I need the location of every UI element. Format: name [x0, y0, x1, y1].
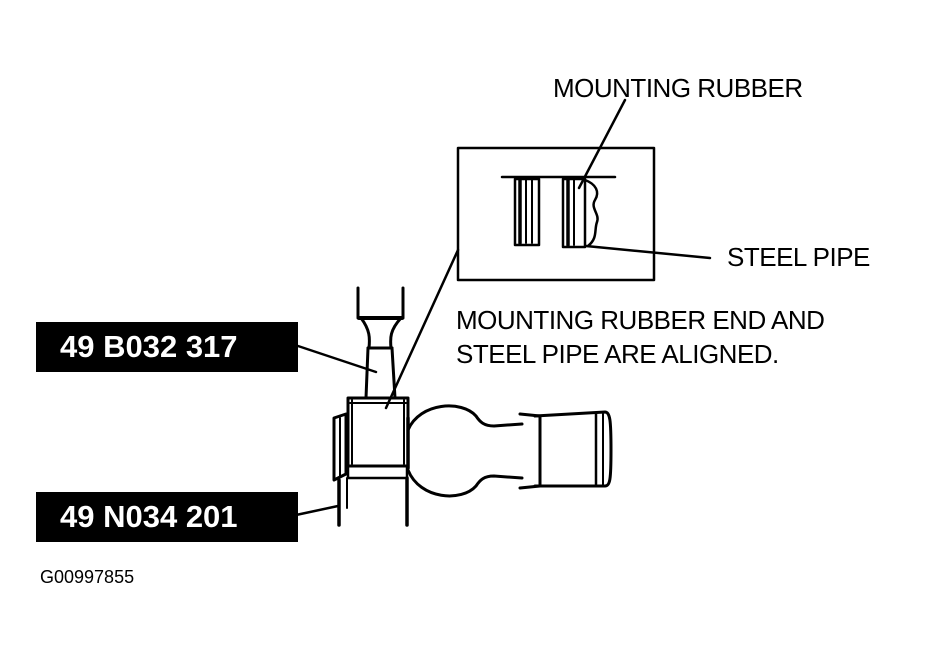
note-line-2: STEEL PIPE ARE ALIGNED.: [456, 339, 779, 369]
left-pad: [332, 412, 348, 482]
tool-label-upper: 49 B032 317: [36, 322, 298, 372]
arm-link: [406, 404, 613, 498]
leader-detail-to-part: [384, 248, 460, 410]
detail-inset-frame: [456, 146, 656, 282]
main-assembly: [332, 286, 613, 527]
leader-mounting-rubber: [577, 98, 627, 190]
detail-left-section: [513, 177, 541, 247]
note-line-1: MOUNTING RUBBER END AND: [456, 305, 825, 335]
label-mounting-rubber: MOUNTING RUBBER: [553, 73, 803, 103]
figure-id: G00997855: [40, 567, 135, 587]
leader-lower-tool: [294, 504, 340, 517]
upper-tool-shape: [356, 286, 405, 400]
leader-upper-tool: [296, 344, 378, 374]
label-steel-pipe: STEEL PIPE: [727, 242, 870, 272]
bushing-body: [346, 396, 410, 468]
detail-inset: [456, 146, 656, 282]
lower-tool-shape: [337, 464, 409, 527]
leader-steel-pipe: [584, 244, 712, 260]
tool-label-lower: 49 N034 201: [36, 492, 298, 542]
detail-right-section: [561, 177, 599, 249]
